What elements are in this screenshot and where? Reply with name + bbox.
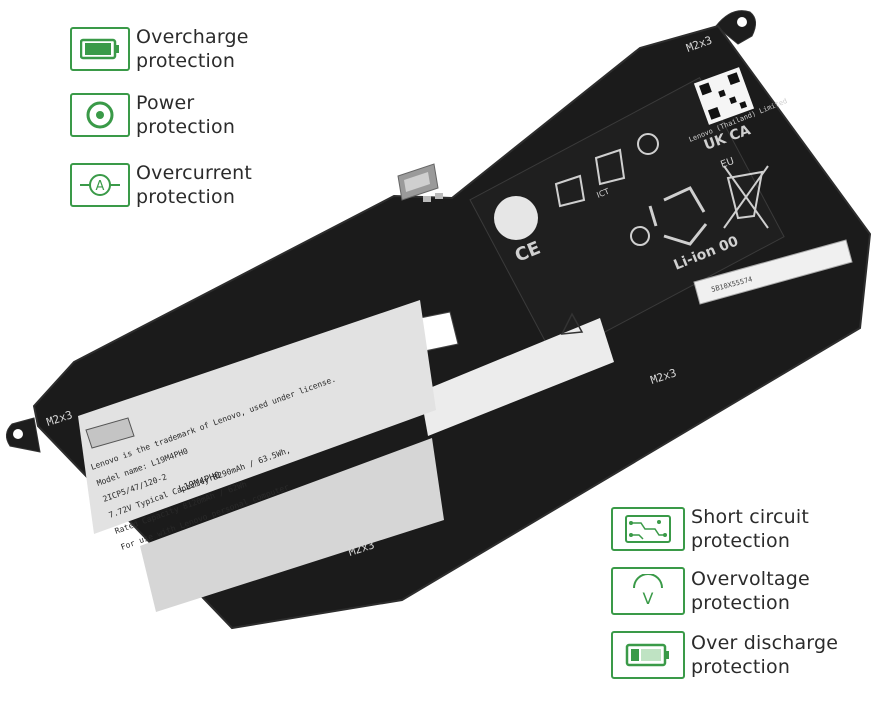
voltage-v-icon: V	[611, 567, 685, 615]
feature-over-discharge: Over discharge protection	[611, 631, 838, 679]
circuit-board-icon	[611, 507, 685, 551]
wheel-mark	[637, 133, 659, 155]
power-ring-icon	[70, 93, 130, 137]
feature-overcharge: Overcharge protection	[70, 25, 249, 73]
feature-label-over-discharge: Over discharge protection	[691, 632, 839, 678]
cert-seal	[494, 196, 538, 240]
feature-label-overcharge: Overcharge protection	[136, 26, 249, 72]
warning-label	[420, 318, 614, 436]
ampere-icon: A	[70, 163, 130, 207]
kc-mark	[554, 174, 586, 208]
svg-text:A: A	[96, 179, 105, 194]
feature-label-power: Power protection	[136, 92, 236, 138]
battery-connector	[397, 163, 443, 202]
battery-low-icon	[611, 631, 685, 679]
recycle-icon	[648, 186, 708, 246]
weee-bin-icon	[723, 165, 769, 229]
eu-text: EU	[719, 156, 736, 171]
screw-tab-left	[6, 417, 41, 453]
feature-label-overvoltage: Overvoltage protection	[691, 568, 810, 614]
feature-short-circuit: Short circuit protection	[611, 505, 809, 553]
svg-text:V: V	[643, 589, 654, 608]
qr-code	[693, 67, 755, 125]
feature-overcurrent: A Overcurrent protection	[70, 161, 252, 209]
feature-label-overcurrent: Overcurrent protection	[136, 162, 253, 208]
feature-overvoltage: V Overvoltage protection	[611, 567, 810, 615]
feature-power: Power protection	[70, 91, 235, 139]
ict-text: ICT	[595, 187, 610, 200]
ict-mark	[594, 148, 626, 186]
battery-full-icon	[70, 27, 130, 71]
main-label	[78, 300, 436, 534]
feature-label-short-circuit: Short circuit protection	[691, 506, 809, 552]
certification-label	[469, 77, 785, 360]
